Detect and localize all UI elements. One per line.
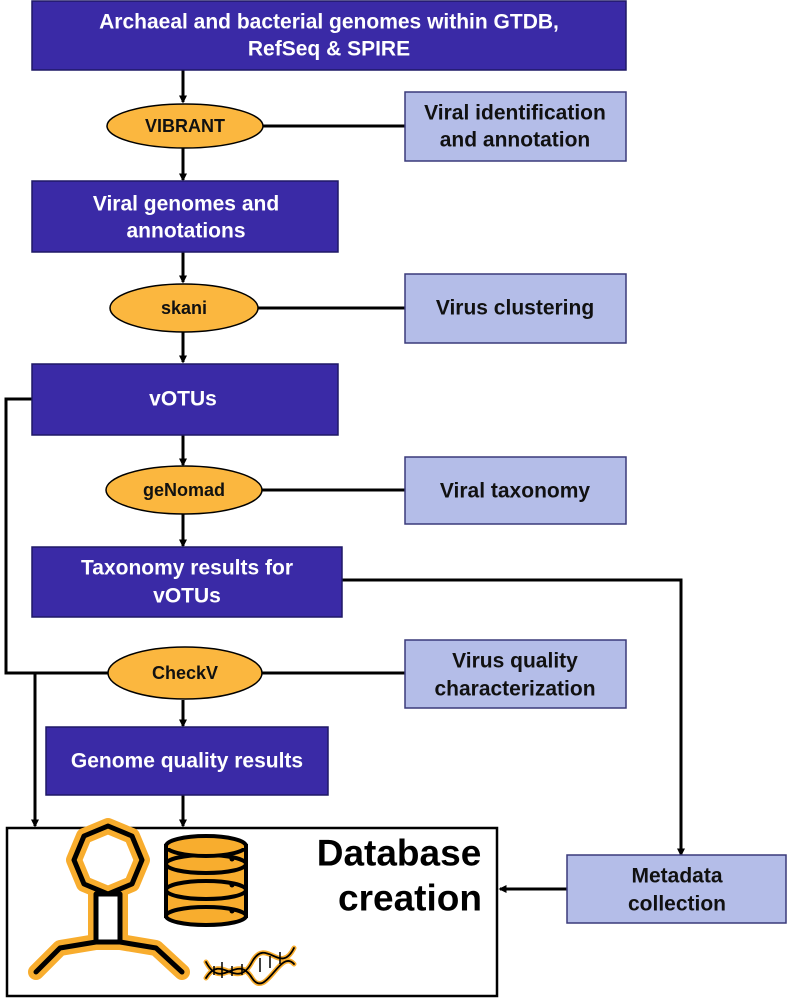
genomad-ellipse: geNomad <box>105 465 263 515</box>
connectors <box>4 70 685 893</box>
taxonomy-line-1: Taxonomy results for <box>81 557 293 580</box>
quality-results-box: Genome quality results <box>45 726 329 796</box>
vibrant-ellipse: VIBRANT <box>106 103 264 149</box>
virus-clustering-label: Virus clustering <box>436 297 594 320</box>
metadata-line-2: collection <box>628 893 726 916</box>
database-cylinder-icon <box>164 834 248 927</box>
vibrant-label: VIBRANT <box>145 116 225 136</box>
metadata-box: Metadata collection <box>566 854 787 924</box>
virus-clustering-box: Virus clustering <box>404 273 627 344</box>
virus-quality-box: Virus quality characterization <box>404 639 627 709</box>
virus-quality-line-2: characterization <box>434 678 595 701</box>
genomes-box: Archaeal and bacterial genomes within GT… <box>31 0 627 71</box>
taxonomy-results-box: Taxonomy results for vOTUs <box>31 546 343 618</box>
votus-box: vOTUs <box>31 363 339 436</box>
skani-label: skani <box>161 298 207 318</box>
metadata-line-1: Metadata <box>631 865 722 888</box>
viral-genomes-line-1: Viral genomes and <box>93 193 279 216</box>
taxonomy-line-2: vOTUs <box>153 585 221 608</box>
virus-quality-line-1: Virus quality <box>452 650 578 673</box>
skani-ellipse: skani <box>109 283 259 333</box>
genomad-label: geNomad <box>143 480 225 500</box>
database-line-2: creation <box>338 878 482 919</box>
bacteriophage-icon <box>28 818 190 980</box>
genomes-line-1: Archaeal and bacterial genomes within GT… <box>99 11 559 34</box>
database-line-1: Database <box>317 833 482 874</box>
dna-helix-icon <box>203 945 297 986</box>
votus-label: vOTUs <box>149 388 217 411</box>
quality-results-label: Genome quality results <box>71 750 303 773</box>
viral-identification-line-2: and annotation <box>440 129 591 152</box>
genomes-line-2: RefSeq & SPIRE <box>248 38 410 61</box>
checkv-ellipse: CheckV <box>107 646 263 700</box>
viral-taxonomy-box: Viral taxonomy <box>404 456 627 525</box>
database-creation-box: Database creation <box>5 818 499 998</box>
viral-genomes-box: Viral genomes and annotations <box>31 180 339 253</box>
viral-taxonomy-label: Viral taxonomy <box>440 480 590 503</box>
arrow-taxonomy-to-metadata <box>342 578 685 857</box>
bypass-votus-to-checkv <box>4 397 108 675</box>
viral-genomes-line-2: annotations <box>127 220 246 243</box>
viral-identification-line-1: Viral identification <box>424 102 606 125</box>
viral-identification-box: Viral identification and annotation <box>404 91 627 162</box>
checkv-label: CheckV <box>152 663 218 683</box>
